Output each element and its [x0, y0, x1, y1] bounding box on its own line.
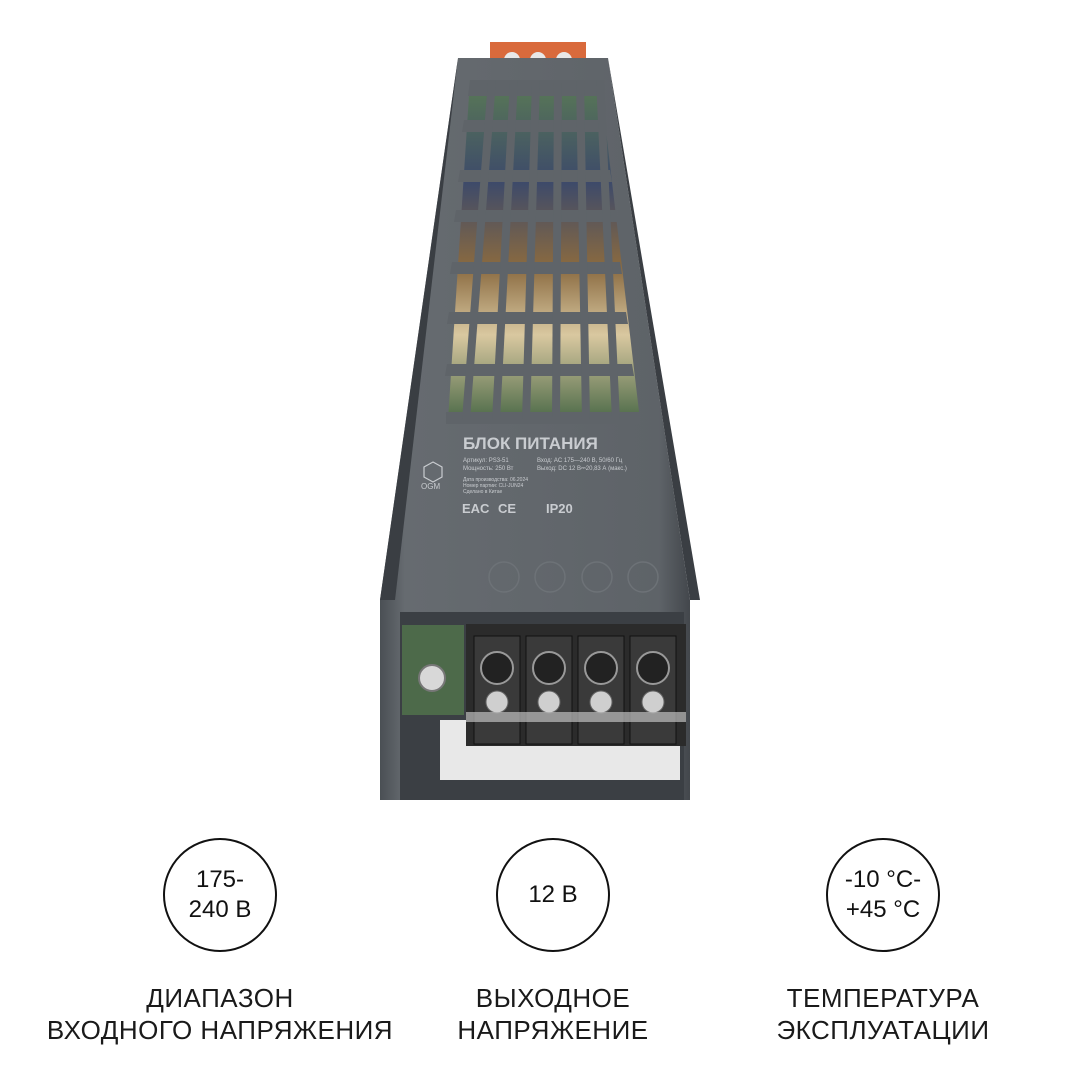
spec-value-circle: 12 В — [496, 838, 610, 952]
svg-text:Сделано в Китае: Сделано в Китае — [463, 489, 503, 495]
label-title: БЛОК ПИТАНИЯ — [463, 434, 598, 453]
svg-text:Выход: DC 12 В⎓20,83 А (макс.): Выход: DC 12 В⎓20,83 А (макс.) — [537, 466, 627, 472]
brand-logo-icon — [423, 461, 443, 483]
svg-text:Артикул: PS3-51: Артикул: PS3-51 — [463, 458, 509, 464]
spec-label: ДИАПАЗОН ВХОДНОГО НАПРЯЖЕНИЯ — [46, 983, 394, 1045]
spec-input-voltage: 175- 240 В ДИАПАЗОН ВХОДНОГО НАПРЯЖЕНИЯ — [40, 838, 400, 1046]
svg-text:Мощность: 250 Вт: Мощность: 250 Вт — [463, 466, 514, 472]
svg-text:CE: CE — [498, 501, 516, 516]
svg-text:EAC: EAC — [462, 501, 490, 516]
svg-text:Номер партии: CLI-JUN24: Номер партии: CLI-JUN24 — [463, 483, 524, 489]
product-label: БЛОК ПИТАНИЯ Артикул: PS3-51 Вход: AC 17… — [421, 434, 627, 516]
polarity-marks — [488, 561, 659, 593]
spec-value: 12 В — [528, 881, 578, 908]
svg-text:Вход: AC 175—240 В, 50/60 Гц: Вход: AC 175—240 В, 50/60 Гц — [537, 458, 623, 464]
spec-label: ТЕМПЕРАТУРА ЭКСПЛУАТАЦИИ — [776, 983, 990, 1045]
brand-logo-text: OGM — [421, 482, 440, 491]
svg-text:IP20: IP20 — [546, 501, 573, 516]
spec-value-circle: -10 °C- +45 °C — [826, 838, 940, 952]
svg-text:Дата производства: 06.2024: Дата производства: 06.2024 — [463, 477, 528, 483]
spec-operating-temperature: -10 °C- +45 °C ТЕМПЕРАТУРА ЭКСПЛУАТАЦИИ — [703, 838, 1063, 1046]
spec-output-voltage: 12 В ВЫХОДНОЕ НАПРЯЖЕНИЕ — [373, 838, 733, 1046]
spec-value-circle: 175- 240 В — [163, 838, 277, 952]
power-supply-image: БЛОК ПИТАНИЯ Артикул: PS3-51 Вход: AC 17… — [380, 42, 700, 800]
spec-value: -10 °C- +45 °C — [844, 866, 922, 923]
vent-grille — [445, 80, 640, 424]
circuit-board — [448, 80, 640, 420]
spec-value: 175- 240 В — [188, 866, 252, 923]
terminal-block — [466, 624, 686, 746]
spec-label: ВЫХОДНОЕ НАПРЯЖЕНИЕ — [457, 983, 649, 1045]
